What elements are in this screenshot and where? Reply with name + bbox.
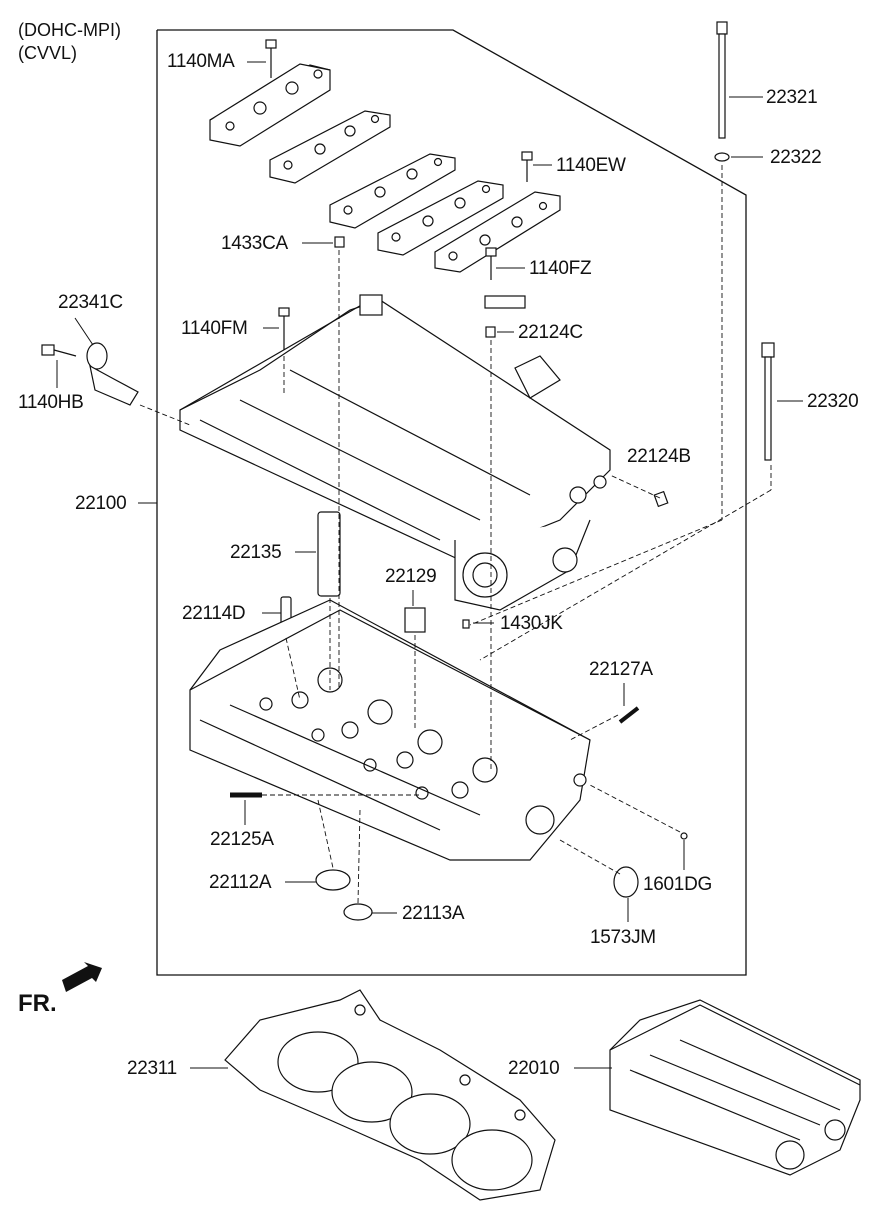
head-gasket	[224, 989, 556, 1201]
part-label-22124B[interactable]: 22124B	[627, 446, 691, 467]
part-label-22010[interactable]: 22010	[508, 1058, 560, 1079]
part-label-22127A[interactable]: 22127A	[589, 659, 653, 680]
fr-arrow-icon	[62, 962, 102, 992]
part-label-22124C[interactable]: 22124C	[518, 322, 583, 343]
leader-lines	[56, 61, 803, 1069]
bolts	[41, 21, 775, 461]
assembly-frame	[156, 29, 747, 976]
part-label-22135[interactable]: 22135	[230, 542, 282, 563]
part-label-22114D[interactable]: 22114D	[182, 603, 246, 624]
part-label-22311[interactable]: 22311	[127, 1058, 177, 1079]
part-label-22320[interactable]: 22320	[807, 391, 859, 412]
head-sub-assembly	[609, 999, 861, 1176]
part-label-1140FM[interactable]: 1140FM	[181, 318, 248, 339]
part-label-1140EW[interactable]: 1140EW	[556, 155, 626, 176]
part-label-1433CA[interactable]: 1433CA	[221, 233, 288, 254]
part-label-1430JK[interactable]: 1430JK	[500, 613, 563, 634]
part-label-22129[interactable]: 22129	[385, 566, 437, 587]
part-label-1601DG[interactable]: 1601DG	[643, 874, 712, 895]
part-label-22113A[interactable]: 22113A	[402, 903, 465, 924]
part-label-22112A[interactable]: 22112A	[209, 872, 272, 893]
camshaft-bearing-caps	[209, 63, 561, 273]
part-label-22341C[interactable]: 22341C	[58, 292, 123, 313]
part-label-22125A[interactable]: 22125A	[210, 829, 274, 850]
cam-carrier	[179, 294, 611, 611]
front-direction-label: FR.	[18, 990, 57, 1017]
part-label-22321[interactable]: 22321	[766, 87, 818, 108]
part-label-22100[interactable]: 22100	[75, 493, 127, 514]
part-label-1140MA[interactable]: 1140MA	[167, 51, 235, 72]
part-label-1140FZ[interactable]: 1140FZ	[529, 258, 592, 279]
variant-line-2: (CVVL)	[18, 43, 78, 63]
dashed-guides	[139, 165, 772, 904]
variant-line-1: (DOHC-MPI)	[18, 20, 121, 40]
part-label-1140HB[interactable]: 1140HB	[18, 392, 84, 413]
cylinder-head	[189, 599, 591, 861]
part-label-1573JM[interactable]: 1573JM	[590, 927, 656, 948]
small-parts	[86, 236, 688, 921]
part-label-22322[interactable]: 22322	[770, 147, 822, 168]
